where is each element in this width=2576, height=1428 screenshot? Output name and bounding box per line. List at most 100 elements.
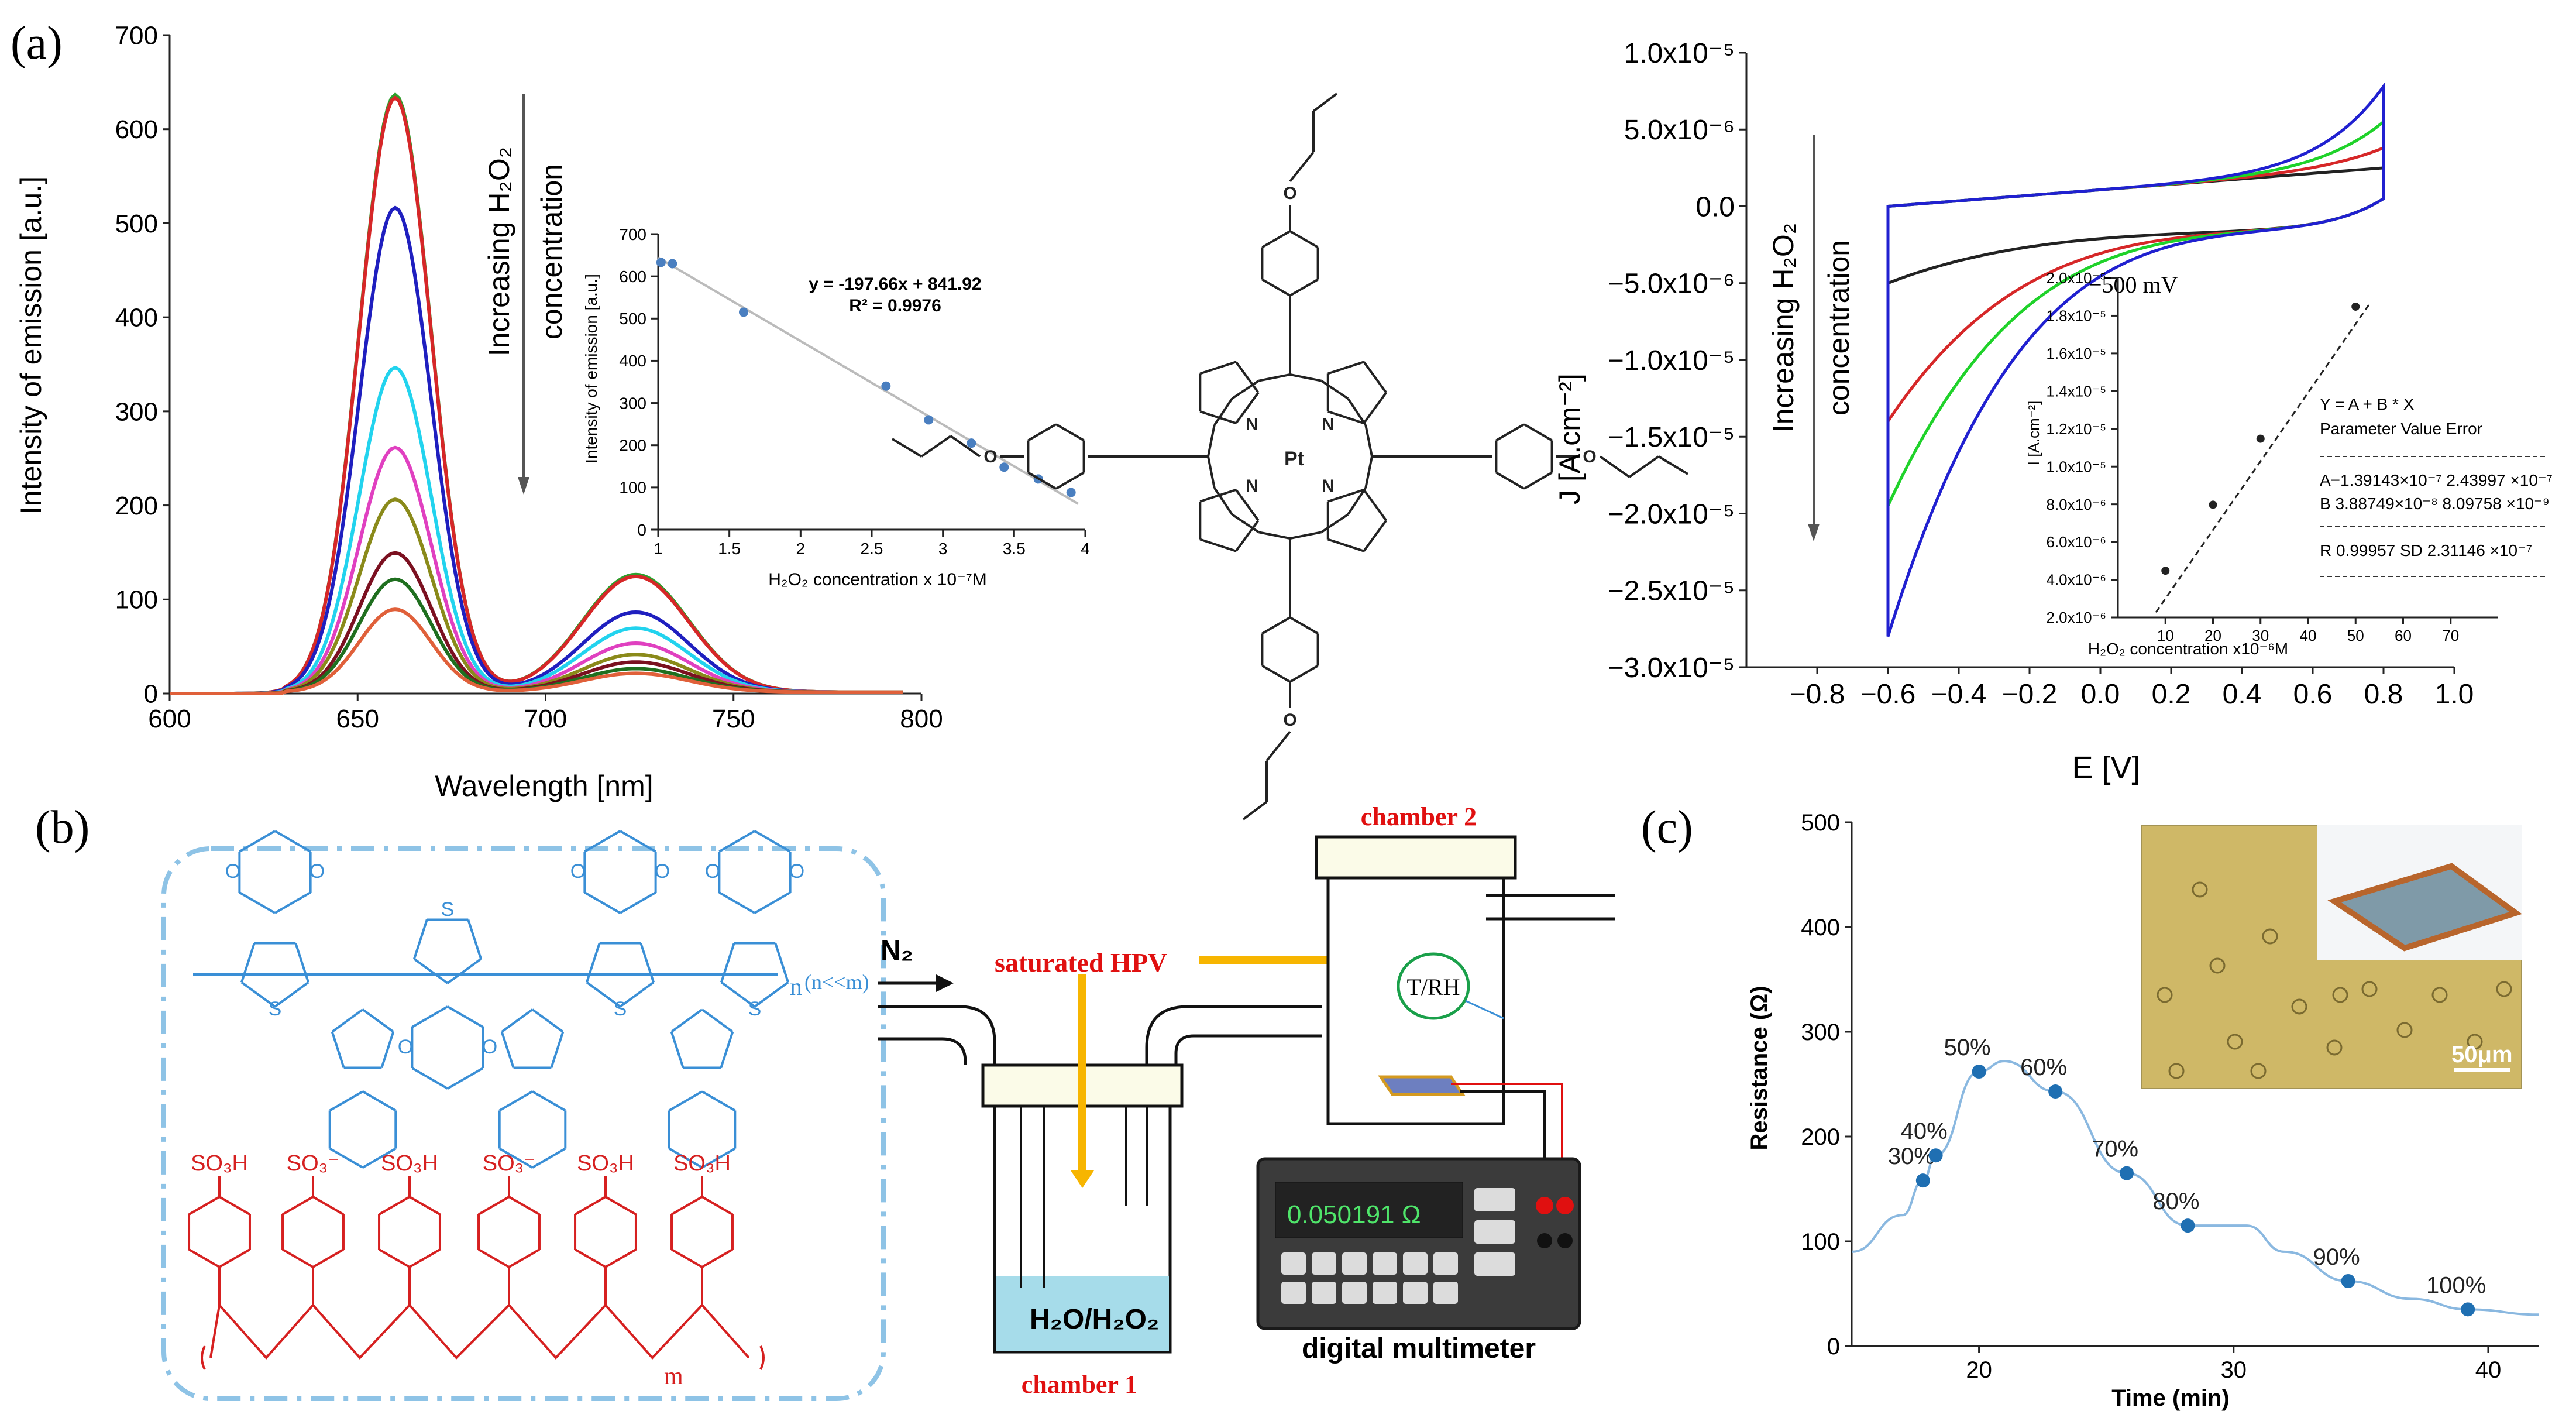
porphyrin-bond — [891, 438, 923, 458]
emission-series-line — [170, 497, 903, 695]
inset1-point — [967, 438, 976, 448]
micrograph-particle — [2209, 957, 2226, 974]
porphyrin-bond — [1231, 513, 1260, 533]
pedot-dioxane-bond — [274, 830, 311, 853]
pedot-ring-bond — [274, 981, 309, 1008]
fit-row-a: A−1.39143×10⁻⁷ 2.43997 ×10⁻⁷ — [2320, 471, 2553, 489]
porphyrin-bond — [1289, 278, 1319, 297]
cv-series-loop — [1886, 118, 2385, 507]
cv-inset-y-tick-label: 1.6x10⁻⁵ — [2046, 345, 2106, 362]
pss-sulfonate-label: SO₃H — [577, 1151, 634, 1176]
cv-annotation-main: Increasing H₂O₂ — [1767, 223, 1800, 432]
pedot-dioxane-bond — [754, 891, 791, 914]
fit-model: Y = A + B * X — [2320, 395, 2415, 413]
res-y-tick-label: 100 — [1801, 1229, 1840, 1255]
porphyrin-bond — [1027, 423, 1057, 442]
res-point — [1928, 1148, 1943, 1163]
porphyrin-bond — [1495, 471, 1525, 490]
porphyrin-bond — [1289, 151, 1315, 183]
multimeter-key — [1342, 1282, 1367, 1304]
pedot-dioxane-bond — [362, 1090, 397, 1112]
porphyrin-bond — [1347, 487, 1367, 516]
cv-chart: J [A.cm⁻²] E [V] Increasing H₂O₂ concent… — [1553, 38, 2474, 785]
res-point — [1972, 1065, 1986, 1079]
emission-annotation-sub: concentration — [535, 164, 568, 339]
chamber2-label: chamber 2 — [1361, 802, 1477, 831]
multimeter-side-key — [1474, 1220, 1515, 1244]
cv-x-tick-label: 0.4 — [2223, 679, 2262, 710]
wire-black — [1460, 1090, 1546, 1170]
micrograph-particle — [2250, 1063, 2267, 1079]
pedot-dioxane-bond — [274, 891, 311, 914]
fit-row-r: R 0.99957 SD 2.31146 ×10⁻⁷ — [2320, 541, 2532, 559]
emission-x-tick-label: 800 — [900, 705, 943, 733]
porphyrin-bond — [1312, 92, 1338, 112]
porphyrin-o-atom: O — [1583, 447, 1596, 466]
pedot-oxygen: O — [482, 1036, 497, 1058]
multimeter-side-key — [1474, 1188, 1515, 1211]
pipe-out-upper — [1145, 1005, 1322, 1065]
pedot-ring-bond — [586, 942, 601, 983]
emission-y-tick-label: 600 — [115, 115, 158, 144]
cv-y-tick-label: −5.0x10⁻⁶ — [1608, 269, 1735, 300]
pedot-sulfur: S — [614, 998, 627, 1020]
porphyrin-bond — [1261, 616, 1291, 635]
pss-ring-bond — [282, 1196, 314, 1216]
cv-x-tick-label: 0.0 — [2081, 679, 2120, 710]
multimeter-key — [1312, 1282, 1336, 1304]
scale-bar-label: 50μm — [2451, 1042, 2513, 1067]
pss-ring-bond — [409, 1196, 441, 1216]
cv-inset-y-tick-label: 2.0x10⁻⁵ — [2046, 269, 2106, 287]
porphyrin-o-atom: O — [1283, 710, 1296, 730]
res-xlabel: Time (min) — [2111, 1385, 2230, 1411]
multimeter-key — [1403, 1252, 1428, 1275]
pedot-dioxane-bond — [584, 891, 621, 914]
cv-inset-y-tick-label: 1.2x10⁻⁵ — [2046, 420, 2106, 438]
sensing-setup: N₂ saturated HPV H₂O/H₂O₂ chamber 1 cham… — [878, 802, 1615, 1399]
porphyrin-bond — [950, 435, 981, 458]
inset1-x-tick-label: 3.5 — [1003, 540, 1026, 558]
inset1-y-tick-label: 0 — [637, 521, 646, 539]
cv-inset-x-tick-label: 20 — [2204, 627, 2221, 644]
pss-m-subscript: m — [664, 1363, 683, 1390]
cv-inset-x-tick-label: 50 — [2347, 627, 2364, 644]
emission-annotation-main: Increasing H₂O₂ — [483, 147, 515, 356]
trh-wire — [1465, 1000, 1504, 1019]
inset1-ylabel: Intensity of emission [a.u.] — [582, 274, 600, 464]
res-point-label: 100% — [2426, 1272, 2486, 1298]
liquid-label: H₂O/H₂O₂ — [1030, 1304, 1159, 1335]
cv-y-tick-label: 5.0x10⁻⁶ — [1624, 115, 1735, 146]
porphyrin-bond — [1235, 392, 1260, 424]
panel-label-c: (c) — [1641, 802, 1693, 853]
cv-inset-point — [2351, 302, 2360, 311]
cv-inset-ylabel: I [A.cm⁻²] — [2025, 401, 2042, 466]
cv-inset-fit-line — [2155, 303, 2371, 613]
multimeter-terminal-black — [1537, 1233, 1552, 1248]
cv-x-tick-label: 0.6 — [2293, 679, 2333, 710]
cv-xlabel: E [V] — [2072, 750, 2140, 785]
cv-inset-x-tick-label: 10 — [2157, 627, 2174, 644]
porphyrin-bond — [1258, 531, 1291, 540]
multimeter-key — [1403, 1282, 1428, 1304]
pss-ring-bond — [671, 1248, 703, 1268]
pedot-dioxane-bond — [329, 1090, 364, 1112]
res-ylabel: Resistance (Ω) — [1746, 986, 1772, 1150]
emission-xlabel: Wavelength [nm] — [435, 770, 653, 802]
porphyrin-bond — [1055, 471, 1085, 490]
porphyrin-n-atom: N — [1322, 415, 1335, 434]
porphyrin-bond — [1364, 425, 1373, 457]
cv-inset-y-tick-label: 1.4x10⁻⁵ — [2046, 382, 2106, 400]
cv-y-tick-label: −3.0x10⁻⁵ — [1608, 653, 1735, 684]
pss-ring-bond — [575, 1248, 606, 1268]
cv-inset-y-tick-label: 2.0x10⁻⁶ — [2047, 609, 2107, 626]
porphyrin-bond — [1055, 423, 1085, 442]
emission-series-line — [170, 365, 903, 695]
porphyrin-bond — [1363, 520, 1387, 552]
pss-ring-bond — [605, 1248, 637, 1268]
porphyrin-bond — [1523, 471, 1553, 490]
porphyrin-bond — [1207, 456, 1216, 488]
multimeter-key — [1312, 1252, 1336, 1275]
porphyrin-o-atom: O — [1283, 184, 1296, 203]
